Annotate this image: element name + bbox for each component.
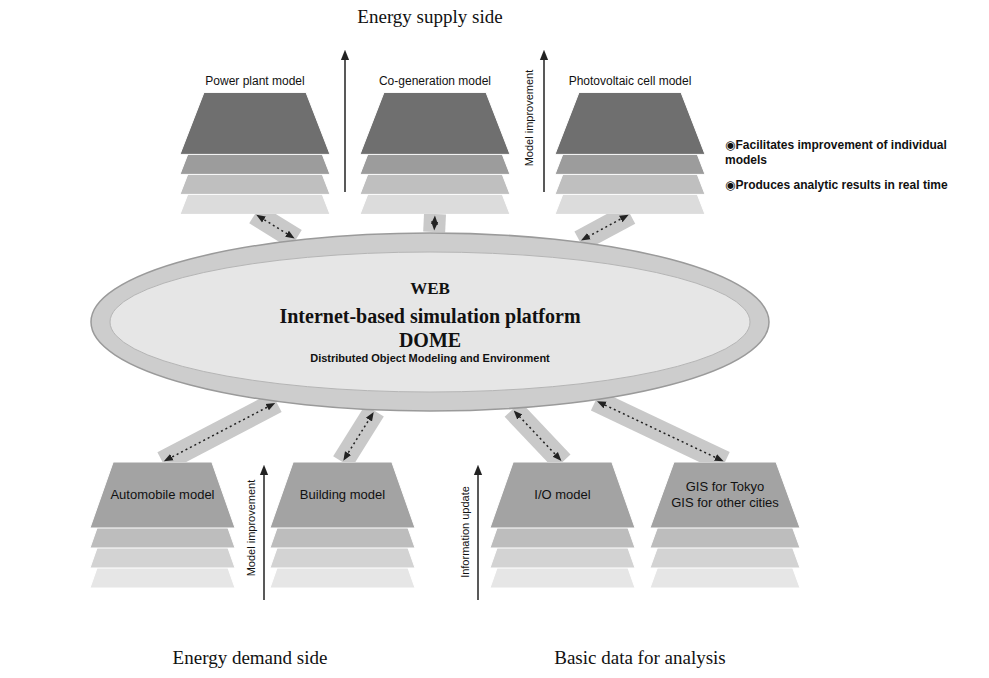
section-heading: Energy demand side	[173, 646, 328, 670]
stack-model: I/O model	[490, 462, 635, 588]
layer-stack	[490, 462, 635, 588]
ring-inner	[110, 252, 750, 392]
text-group: I/O model	[510, 487, 614, 503]
ring-subtitle: Distributed Object Modeling and Environm…	[310, 352, 550, 365]
model-name: Power plant model	[180, 74, 330, 88]
platform-ring: WEB Internet-based simulation platformDOM…	[90, 232, 770, 412]
diagram-title: Energy supply side	[357, 6, 502, 28]
update-arrow	[477, 470, 479, 600]
connector-band	[423, 214, 446, 232]
model-name: Building model	[290, 487, 394, 503]
connector-band	[163, 402, 277, 462]
connector-band	[255, 214, 296, 239]
ring-title: Internet-based simulation platform	[279, 304, 580, 328]
connector-band	[343, 411, 375, 462]
vertical-note: Information update	[459, 486, 473, 578]
connector-band	[513, 409, 563, 462]
model-layer	[360, 92, 510, 154]
model-layer	[650, 462, 800, 528]
ring-heading: WEB	[410, 279, 450, 299]
vertical-note: Model improvement	[523, 70, 537, 167]
model-name: GIS for Tokyo	[671, 479, 779, 495]
layer-stack	[180, 74, 330, 214]
stack-model: Automobile model	[90, 462, 235, 588]
connector-band	[596, 401, 725, 462]
model-layer	[270, 462, 415, 528]
text-group: GIS for TokyoGIS for other cities	[671, 479, 779, 510]
model-layer	[555, 92, 705, 154]
improvement-arrow	[263, 470, 265, 600]
stack-model: Building model	[270, 462, 415, 588]
model-name: I/O model	[510, 487, 614, 503]
layer-stack	[360, 74, 510, 214]
data-link	[168, 405, 271, 459]
text-group: Building model	[290, 487, 394, 503]
stack-model: Co-generation model	[360, 74, 510, 214]
vertical-note: Model improvement	[245, 480, 259, 577]
improvement-arrow	[543, 55, 545, 192]
model-layer	[490, 462, 635, 528]
ring-outer	[91, 233, 769, 411]
bullet-note: ◉Produces analytic results in real time	[725, 178, 975, 193]
text-group: Power plant model	[180, 74, 330, 88]
layer-stack	[90, 462, 235, 588]
text-group: WEB Internet-based simulation platformDOM…	[90, 232, 770, 412]
data-link	[517, 414, 559, 458]
model-layer	[180, 92, 330, 154]
model-name: Co-generation model	[360, 74, 510, 88]
text-group: Photovoltaic cell model	[555, 74, 705, 88]
improvement-arrow	[344, 55, 346, 192]
model-name: Automobile model	[110, 487, 214, 503]
model-name: Photovoltaic cell model	[555, 74, 705, 88]
stack-model: Photovoltaic cell model	[555, 74, 705, 214]
stack-model: GIS for TokyoGIS for other cities	[650, 462, 800, 588]
data-link	[346, 416, 372, 457]
stack-model: Power plant model	[180, 74, 330, 214]
model-name: GIS for other cities	[671, 495, 779, 511]
data-link	[434, 220, 436, 226]
layer-stack	[270, 462, 415, 588]
ring-heading: DOME	[399, 328, 461, 352]
text-group: Automobile model	[110, 487, 214, 503]
data-link	[601, 403, 720, 459]
section-heading: Basic data for analysis	[554, 646, 725, 670]
connector-band	[580, 214, 630, 241]
text-group: Co-generation model	[360, 74, 510, 88]
model-layer	[90, 462, 235, 528]
data-link	[585, 217, 625, 238]
layer-stack	[555, 74, 705, 214]
data-link	[260, 217, 291, 236]
bullet-note: ◉Facilitates improvement of individual m…	[725, 138, 975, 168]
